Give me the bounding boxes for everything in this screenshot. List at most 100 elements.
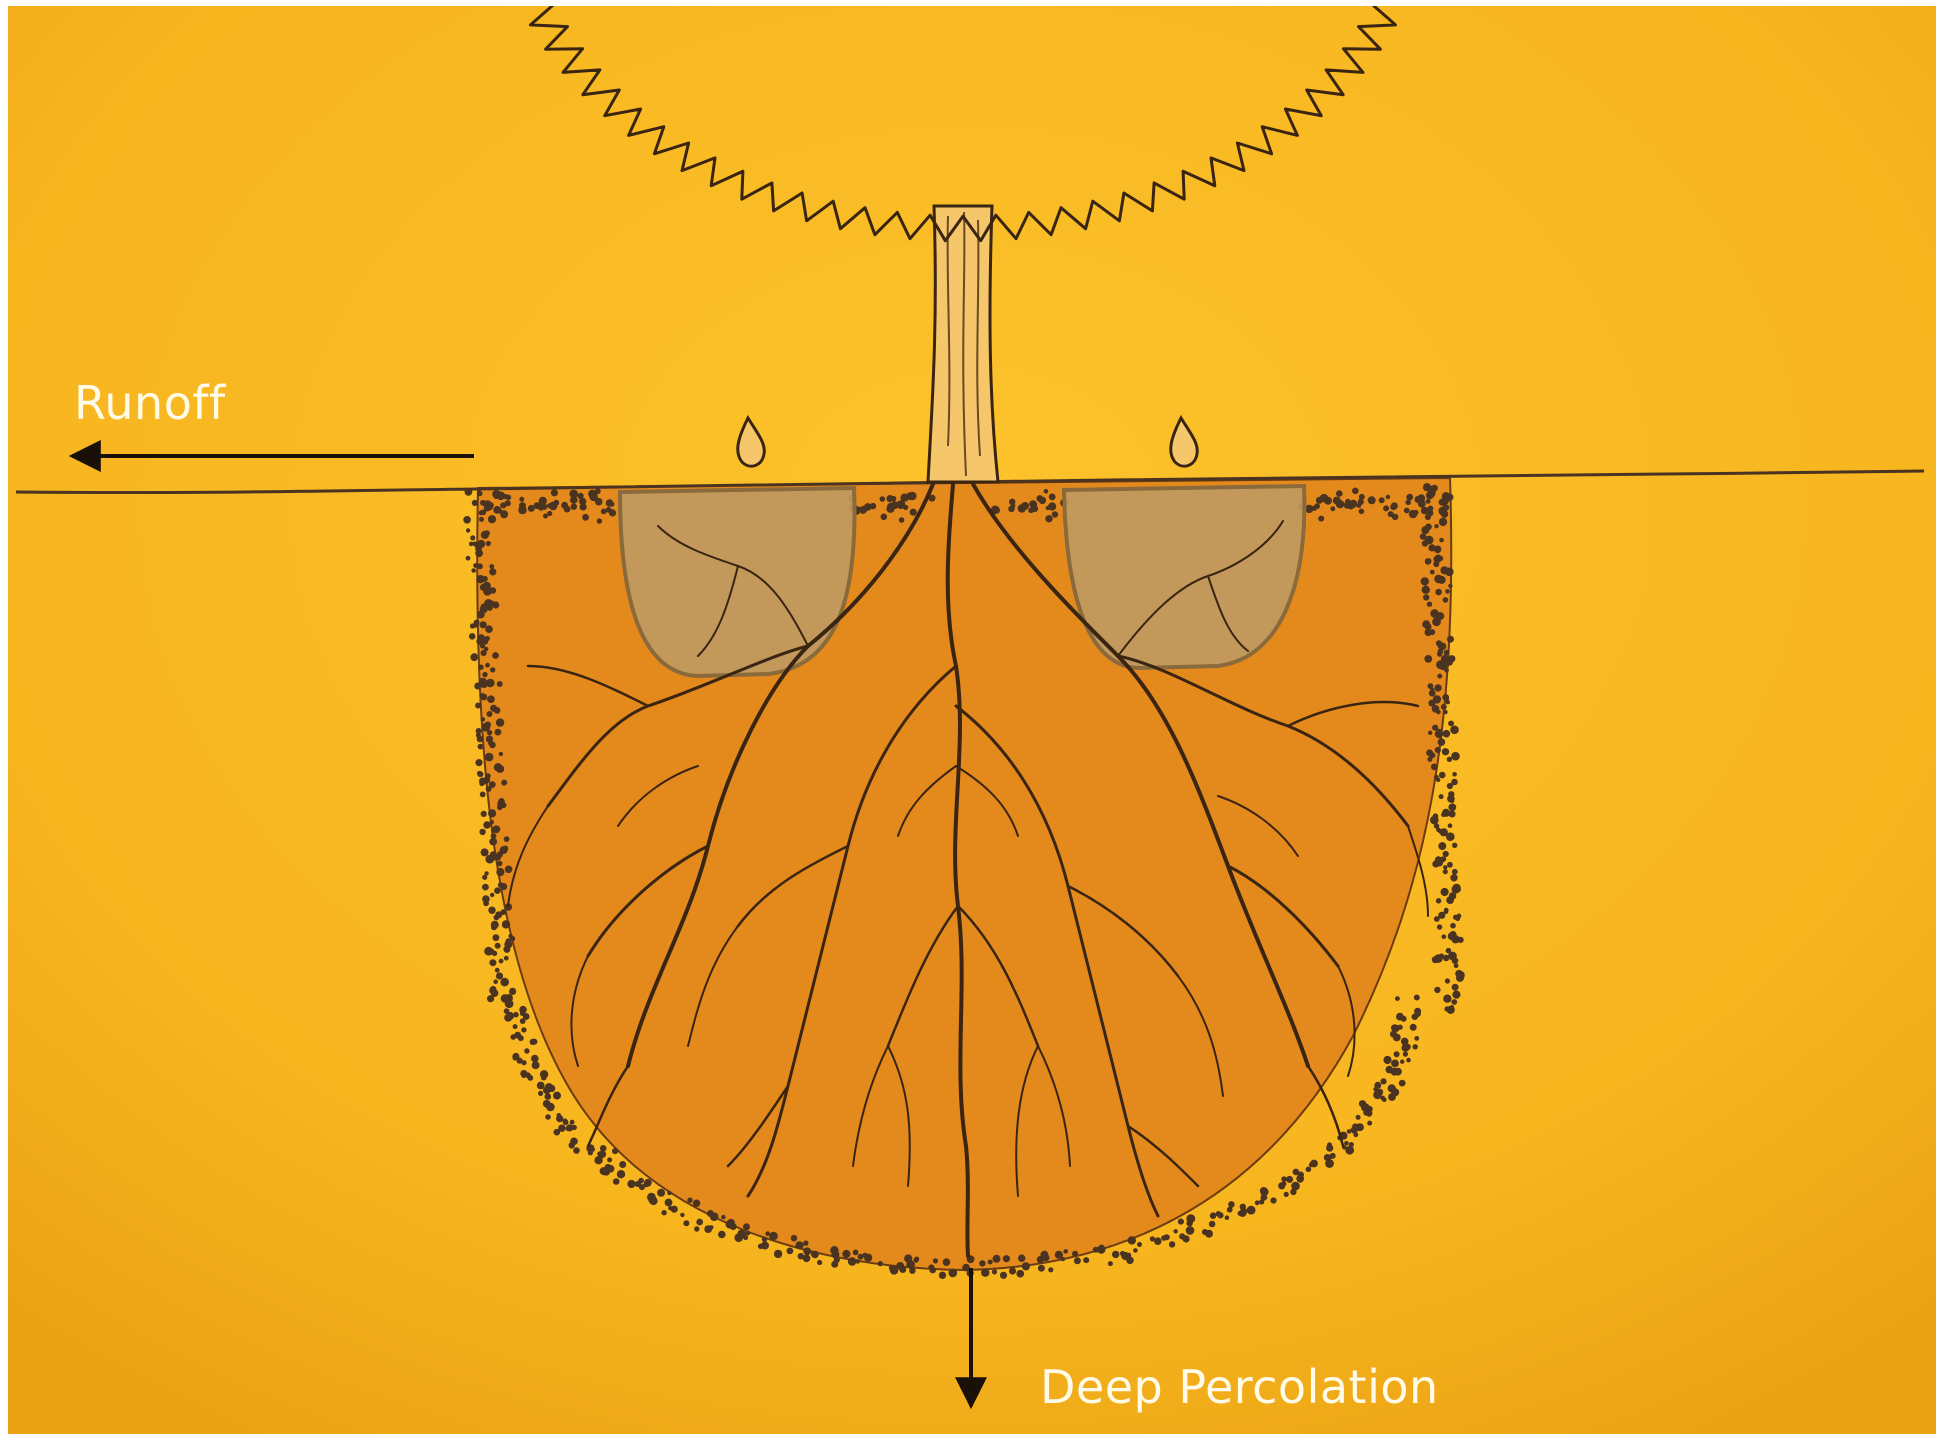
boundary-dot <box>481 811 487 817</box>
boundary-dot <box>1391 1060 1399 1068</box>
boundary-dot <box>1450 1005 1454 1009</box>
boundary-dot <box>661 1210 666 1215</box>
boundary-dot <box>543 1086 551 1094</box>
boundary-dot <box>1284 1192 1289 1197</box>
boundary-dot <box>493 934 500 941</box>
boundary-dot <box>1422 586 1430 594</box>
boundary-dot <box>481 650 487 656</box>
boundary-dot <box>506 495 511 500</box>
boundary-dot <box>478 744 484 750</box>
boundary-dot <box>619 1161 626 1168</box>
boundary-dot <box>1450 874 1457 881</box>
boundary-dot <box>795 1241 803 1249</box>
boundary-dot <box>485 753 494 762</box>
boundary-dot <box>1344 1141 1349 1146</box>
boundary-dot <box>1454 963 1459 968</box>
boundary-dot <box>470 623 475 628</box>
boundary-dot <box>517 1058 523 1064</box>
boundary-dot <box>486 736 493 743</box>
boundary-dot <box>1388 1084 1396 1092</box>
boundary-dot <box>939 1272 946 1279</box>
boundary-dot <box>1347 1129 1352 1134</box>
boundary-dot <box>480 605 488 613</box>
boundary-dot <box>502 920 510 928</box>
boundary-dot <box>499 959 504 964</box>
boundary-dot <box>613 1178 620 1185</box>
boundary-dot <box>1452 869 1458 875</box>
boundary-dot <box>493 825 501 833</box>
boundary-dot <box>494 915 500 921</box>
boundary-dot <box>627 1180 635 1188</box>
boundary-dot <box>488 809 496 817</box>
boundary-dot <box>1439 518 1447 526</box>
boundary-dot <box>1431 764 1438 771</box>
boundary-dot <box>1442 934 1447 939</box>
boundary-dot <box>519 497 524 502</box>
boundary-dot <box>463 516 471 524</box>
boundary-dot <box>570 1138 578 1146</box>
boundary-dot <box>1450 726 1459 735</box>
boundary-dot <box>860 506 867 513</box>
boundary-dot <box>949 1269 958 1278</box>
boundary-dot <box>1432 860 1439 867</box>
root-zone-diagram: Runoff Deep Percolation <box>8 6 1936 1434</box>
boundary-dot <box>488 907 495 914</box>
boundary-dot <box>481 848 489 856</box>
boundary-dot <box>1400 1060 1404 1064</box>
boundary-dot <box>880 496 886 502</box>
boundary-dot <box>1374 1082 1381 1089</box>
boundary-dot <box>600 1145 607 1152</box>
boundary-dot <box>1448 791 1454 797</box>
boundary-dot <box>787 1248 794 1255</box>
boundary-dot <box>943 1258 951 1266</box>
boundary-dot <box>479 781 484 786</box>
boundary-dot <box>570 1120 575 1125</box>
boundary-dot <box>477 563 483 569</box>
boundary-dot <box>538 1091 543 1096</box>
boundary-dot <box>1210 1212 1217 1219</box>
deep-percolation-label: Deep Percolation <box>1040 1364 1439 1410</box>
boundary-dot <box>1456 974 1464 982</box>
boundary-dot <box>1318 516 1324 522</box>
boundary-dot <box>505 866 513 874</box>
boundary-dot <box>487 711 493 717</box>
boundary-dot <box>1458 937 1464 943</box>
boundary-dot <box>482 672 487 677</box>
boundary-dot <box>1442 829 1446 833</box>
boundary-dot <box>1427 602 1432 607</box>
boundary-dot <box>563 1120 569 1126</box>
boundary-dot <box>482 875 487 880</box>
boundary-dot <box>680 1213 684 1217</box>
boundary-dot <box>497 681 503 687</box>
boundary-dot <box>1352 488 1359 495</box>
boundary-dot <box>834 1256 838 1260</box>
boundary-dot <box>487 696 493 702</box>
boundary-dot <box>489 568 496 575</box>
boundary-dot <box>1046 506 1050 510</box>
boundary-dot <box>908 492 917 501</box>
boundary-dot <box>1410 1024 1417 1031</box>
boundary-dot <box>594 1156 602 1164</box>
boundary-dot <box>1441 888 1449 896</box>
boundary-dot <box>1414 1008 1421 1015</box>
boundary-dot <box>1356 1115 1361 1120</box>
boundary-dot <box>491 921 499 929</box>
boundary-dot <box>994 507 1000 513</box>
boundary-dot <box>1432 725 1438 731</box>
boundary-dot <box>1240 1204 1246 1210</box>
boundary-dot <box>1413 1044 1418 1049</box>
boundary-dot <box>1380 1078 1386 1084</box>
boundary-dot <box>1433 813 1439 819</box>
boundary-dot <box>1097 1245 1106 1254</box>
boundary-dot <box>1440 566 1448 574</box>
boundary-dot <box>1437 924 1442 929</box>
boundary-dot <box>1072 1251 1078 1257</box>
boundary-dot <box>1406 1058 1411 1063</box>
boundary-dot <box>500 978 509 987</box>
boundary-dot <box>1286 1176 1293 1183</box>
boundary-dot <box>831 1261 838 1268</box>
boundary-dot <box>479 829 485 835</box>
boundary-dot <box>1174 1229 1178 1233</box>
boundary-dot <box>1120 1251 1125 1256</box>
boundary-dot <box>1453 915 1458 920</box>
